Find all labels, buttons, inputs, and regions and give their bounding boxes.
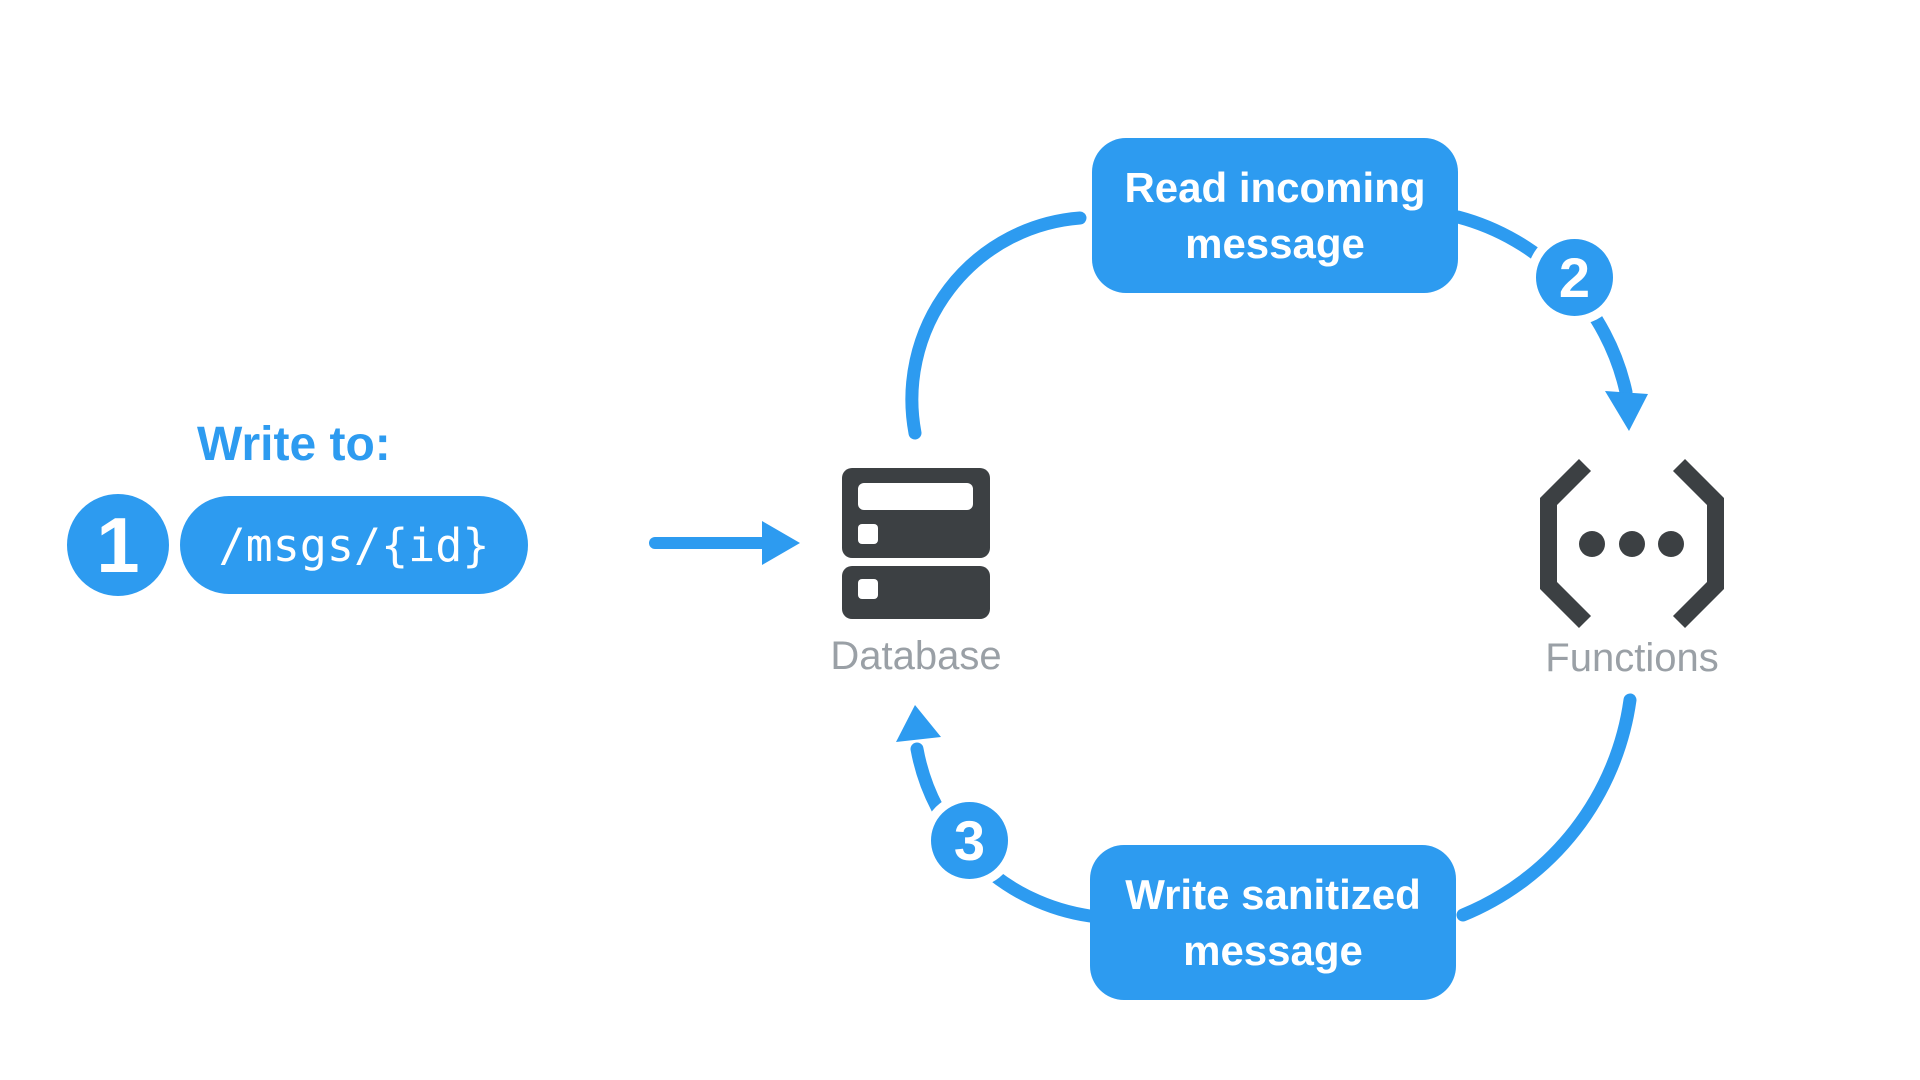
step-badge-1: 1 [61,488,175,602]
read-incoming-message-box: Read incoming message [1092,138,1458,293]
write-sanitized-message-box: Write sanitized message [1090,845,1456,1000]
path-pill: /msgs/{id} [180,496,528,594]
arrow-right-icon [649,521,800,565]
flow-arc-top-left [905,211,1087,440]
flow-arc-bottom-right [1456,693,1637,922]
database-icon [842,468,990,619]
database-label: Database [830,634,1002,678]
step-badge-2: 2 [1527,230,1622,325]
step-badge-3: 3 [922,793,1017,888]
write-to-label: Write to: [197,418,391,471]
functions-icon [1540,458,1724,629]
functions-label: Functions [1545,636,1719,680]
